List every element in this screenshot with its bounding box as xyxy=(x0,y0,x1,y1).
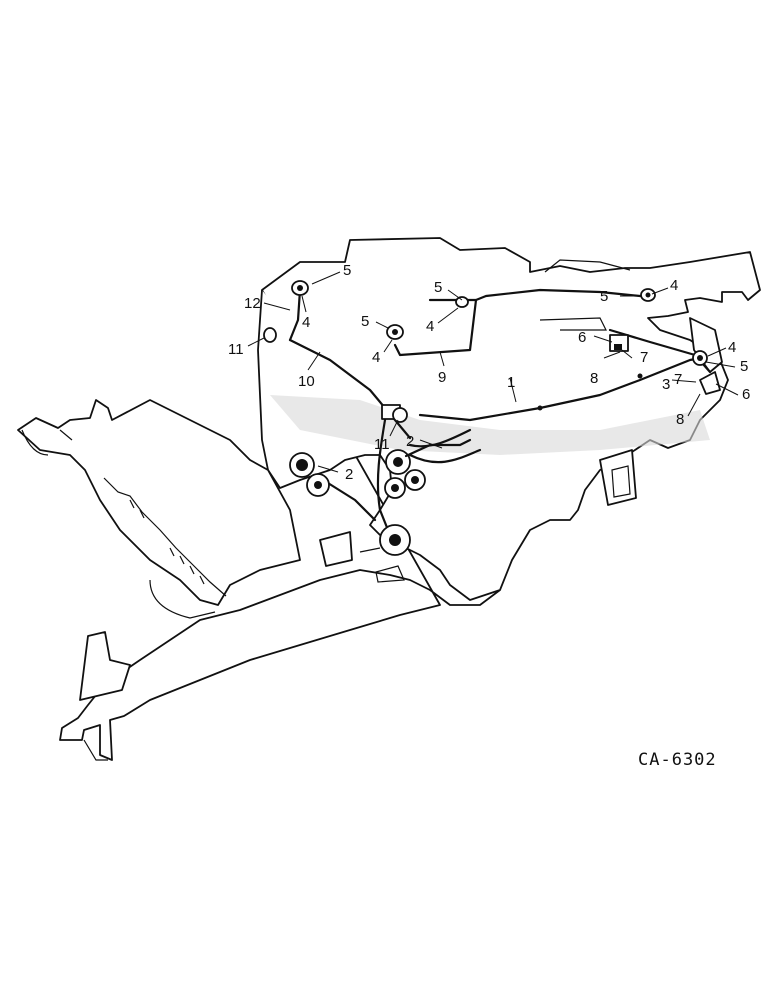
wiring-harnesses xyxy=(288,288,712,542)
callout-8: 8 xyxy=(590,370,598,387)
lamp-icon xyxy=(386,324,404,340)
switch-icon xyxy=(381,404,408,423)
lamp-icon xyxy=(455,296,469,308)
callout-7: 7 xyxy=(674,371,682,388)
components xyxy=(263,280,721,583)
leader-lines xyxy=(247,271,739,473)
callout-4: 4 xyxy=(728,339,736,356)
callout-5: 5 xyxy=(600,288,608,305)
callout-5: 5 xyxy=(434,279,442,296)
callout-3: 3 xyxy=(662,376,670,393)
alternator-icon xyxy=(289,452,330,497)
harness-12 xyxy=(288,288,302,342)
callout-6: 6 xyxy=(742,386,750,403)
callout-11: 11 xyxy=(228,341,244,358)
callout-11: 11 xyxy=(374,436,390,453)
lamp-icon xyxy=(692,350,708,366)
lamp-icon xyxy=(263,327,277,343)
callout-5: 5 xyxy=(740,358,748,375)
callout-5: 5 xyxy=(361,313,369,330)
connector-icon xyxy=(537,373,643,411)
harness-1 xyxy=(418,356,702,422)
callout-5: 5 xyxy=(343,262,351,279)
callout-2: 2 xyxy=(406,433,414,450)
callout-2: 2 xyxy=(345,466,353,483)
figure-id: CA-6302 xyxy=(638,750,717,770)
lamp-icon xyxy=(640,288,656,302)
connector-icon xyxy=(699,371,721,395)
harness-center xyxy=(408,428,482,464)
callout-9: 9 xyxy=(438,369,446,386)
callout-4: 4 xyxy=(372,349,380,366)
harness-10 xyxy=(288,338,412,440)
callout-4: 4 xyxy=(426,318,434,335)
pulley-assembly-icon xyxy=(359,524,411,583)
callout-4: 4 xyxy=(670,277,678,294)
callout-10: 10 xyxy=(298,373,315,390)
combine-body-outline xyxy=(17,237,761,761)
callout-8: 8 xyxy=(676,411,684,428)
callout-7: 7 xyxy=(640,349,648,366)
callout-6: 6 xyxy=(578,329,586,346)
connector-icon xyxy=(609,334,629,352)
harness-main-trunk xyxy=(376,418,394,542)
callout-1: 1 xyxy=(507,374,515,391)
callout-labels: 5 12 4 11 10 5 4 9 5 4 1 11 2 2 5 4 6 7 … xyxy=(228,262,750,483)
callout-4: 4 xyxy=(302,314,310,331)
lamp-icon xyxy=(291,280,309,296)
harness-9 xyxy=(393,288,642,357)
starter-motor-icon xyxy=(384,438,472,499)
harness-alternator xyxy=(318,476,377,522)
callout-12: 12 xyxy=(244,295,261,312)
